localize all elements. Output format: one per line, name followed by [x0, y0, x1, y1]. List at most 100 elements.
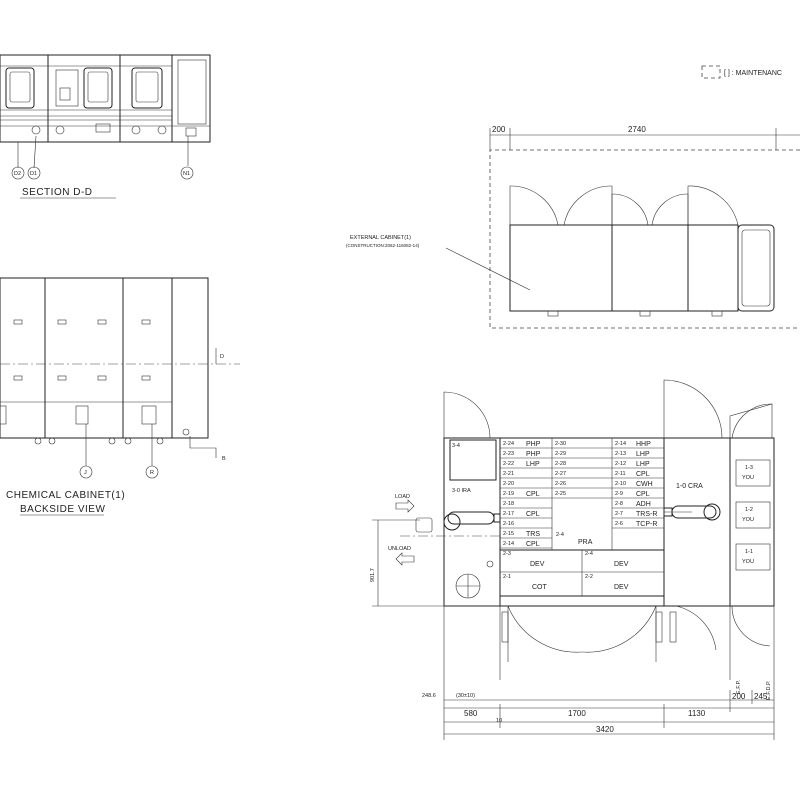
port-1-3-name: YOU [742, 475, 754, 481]
unit-id: 2-11 [615, 471, 626, 477]
dim-580: 580 [464, 709, 478, 718]
unit-name: ADH [636, 501, 651, 508]
cabinet-title-1: CHEMICAL CABINET(1) [6, 490, 125, 501]
port-1-3-id: 1-3 [745, 465, 753, 471]
dim-30: (30±10) [456, 693, 475, 699]
dim-10: 10 [496, 718, 502, 724]
unload-label: UNLOAD [388, 546, 411, 552]
dim-901-7: 901.7 [370, 568, 376, 582]
unit-name: CPL [526, 541, 540, 548]
unit-name: CPL [636, 471, 650, 478]
maintenance-legend: [ ] : MAINTENANC [701, 65, 782, 79]
external-cabinet-view: 200 2740 EXTERNAL CABINET(1) (CONSTRUCTI… [346, 125, 800, 329]
unit-id: 2-21 [503, 471, 514, 477]
unit-name: LHP [526, 461, 540, 468]
unit-name: TRS [526, 531, 540, 538]
unit-name: CPL [636, 491, 650, 498]
unit-id: 2-30 [555, 441, 566, 447]
unit-id: 2-13 [615, 451, 626, 457]
cra-label: 1-0 CRA [676, 483, 703, 490]
ext-cabinet-label: EXTERNAL CABINET(1) [350, 235, 411, 241]
unit-id: 2-26 [555, 481, 566, 487]
proc-2-2-name: DEV [614, 584, 629, 591]
port-1-1-name: YOU [742, 559, 754, 565]
robot-cra: 1-0 CRA [663, 483, 721, 521]
unit-id: 2-15 [503, 531, 514, 537]
dim-1130: 1130 [688, 709, 706, 718]
block-3-4-id: 3-4 [452, 443, 460, 449]
unit-id: 2-25 [555, 491, 566, 497]
unit-name: CPL [526, 511, 540, 518]
dim-245: 245 [754, 692, 768, 701]
proc-2-3-id: 2-3 [503, 551, 511, 557]
dim-248-6: 248.6 [422, 693, 436, 699]
dim-1700: 1700 [568, 709, 586, 718]
unit-id: 2-19 [503, 491, 514, 497]
load-label: LOAD [395, 494, 410, 500]
unit-id: 2-29 [555, 451, 566, 457]
section-dd-title: SECTION D-D [22, 187, 93, 198]
unit-name: TCP-R [636, 521, 657, 528]
unit-id: 2-7 [615, 511, 623, 517]
unit-id: 2-12 [615, 461, 626, 467]
robot-ira [400, 511, 501, 537]
unit-name: CWH [636, 481, 653, 488]
proc-2-4-name: DEV [614, 561, 629, 568]
unit-id: 2-16 [503, 521, 514, 527]
unit-id: 2-6 [615, 521, 623, 527]
callout-n1: N1 [183, 171, 190, 177]
port-1-2-id: 1-2 [745, 507, 753, 513]
callout-j: J [84, 470, 87, 476]
efdp-label: E.F.D.P. [766, 680, 772, 700]
dim-200: 200 [732, 692, 746, 701]
unit-name: LHP [636, 451, 650, 458]
pra-id: 2-4 [556, 532, 564, 538]
unit-id: 2-24 [503, 441, 514, 447]
load-unload-arrows: LOAD UNLOAD [388, 494, 415, 566]
ext-cabinet-construction: (CONSTRUCTION:2062-116082-14) [346, 243, 420, 248]
unit-id: 2-18 [503, 501, 514, 507]
unit-id: 2-10 [615, 481, 626, 487]
unit-id: 2-14 [503, 541, 514, 547]
tag-d: D [220, 354, 224, 360]
callout-d2: D2 [14, 171, 21, 177]
port-1-1-id: 1-1 [745, 549, 753, 555]
unit-name: PHP [526, 441, 541, 448]
unit-id: 2-20 [503, 481, 514, 487]
block-3-0-ira: 3-0 IRA [452, 488, 471, 494]
unit-id: 2-28 [555, 461, 566, 467]
ext-dim-200: 200 [492, 125, 506, 134]
callout-d1: D1 [30, 171, 37, 177]
unit-name: TRS-R [636, 511, 657, 518]
proc-2-1-id: 2-1 [503, 574, 511, 580]
unit-id: 2-8 [615, 501, 623, 507]
unit-id: 2-9 [615, 491, 623, 497]
unit-id: 2-27 [555, 471, 566, 477]
dim-3420: 3420 [596, 725, 614, 734]
proc-2-3-name: DEV [530, 561, 545, 568]
unit-id: 2-23 [503, 451, 514, 457]
unit-id: 2-17 [503, 511, 514, 517]
unit-name: HHP [636, 441, 651, 448]
ext-dim-2740: 2740 [628, 125, 646, 134]
unit-name: CPL [526, 491, 540, 498]
unit-name: PHP [526, 451, 541, 458]
legend-text: [ ] : MAINTENANC [724, 70, 782, 77]
port-1-2-name: YOU [742, 517, 754, 523]
pra-name: PRA [578, 539, 593, 546]
section-dd-view: D2 D1 N1 SECTION D-D [0, 54, 211, 199]
unit-id: 2-22 [503, 461, 514, 467]
unit-name: LHP [636, 461, 650, 468]
tag-b: B [222, 456, 226, 462]
cabinet-title-2: BACKSIDE VIEW [20, 504, 105, 515]
unit-id: 2-14 [615, 441, 626, 447]
efp-label: E.F.P. [736, 680, 742, 694]
callout-r: R [150, 470, 154, 476]
chemical-cabinet-view: D B J R CHEMICAL CABINET(1) BACKSIDE VIE… [0, 277, 240, 516]
load-ports: 1-3 YOU 1-2 YOU 1-1 YOU [735, 459, 771, 571]
proc-2-4-id: 2-4 [585, 551, 593, 557]
proc-2-2-id: 2-2 [585, 574, 593, 580]
